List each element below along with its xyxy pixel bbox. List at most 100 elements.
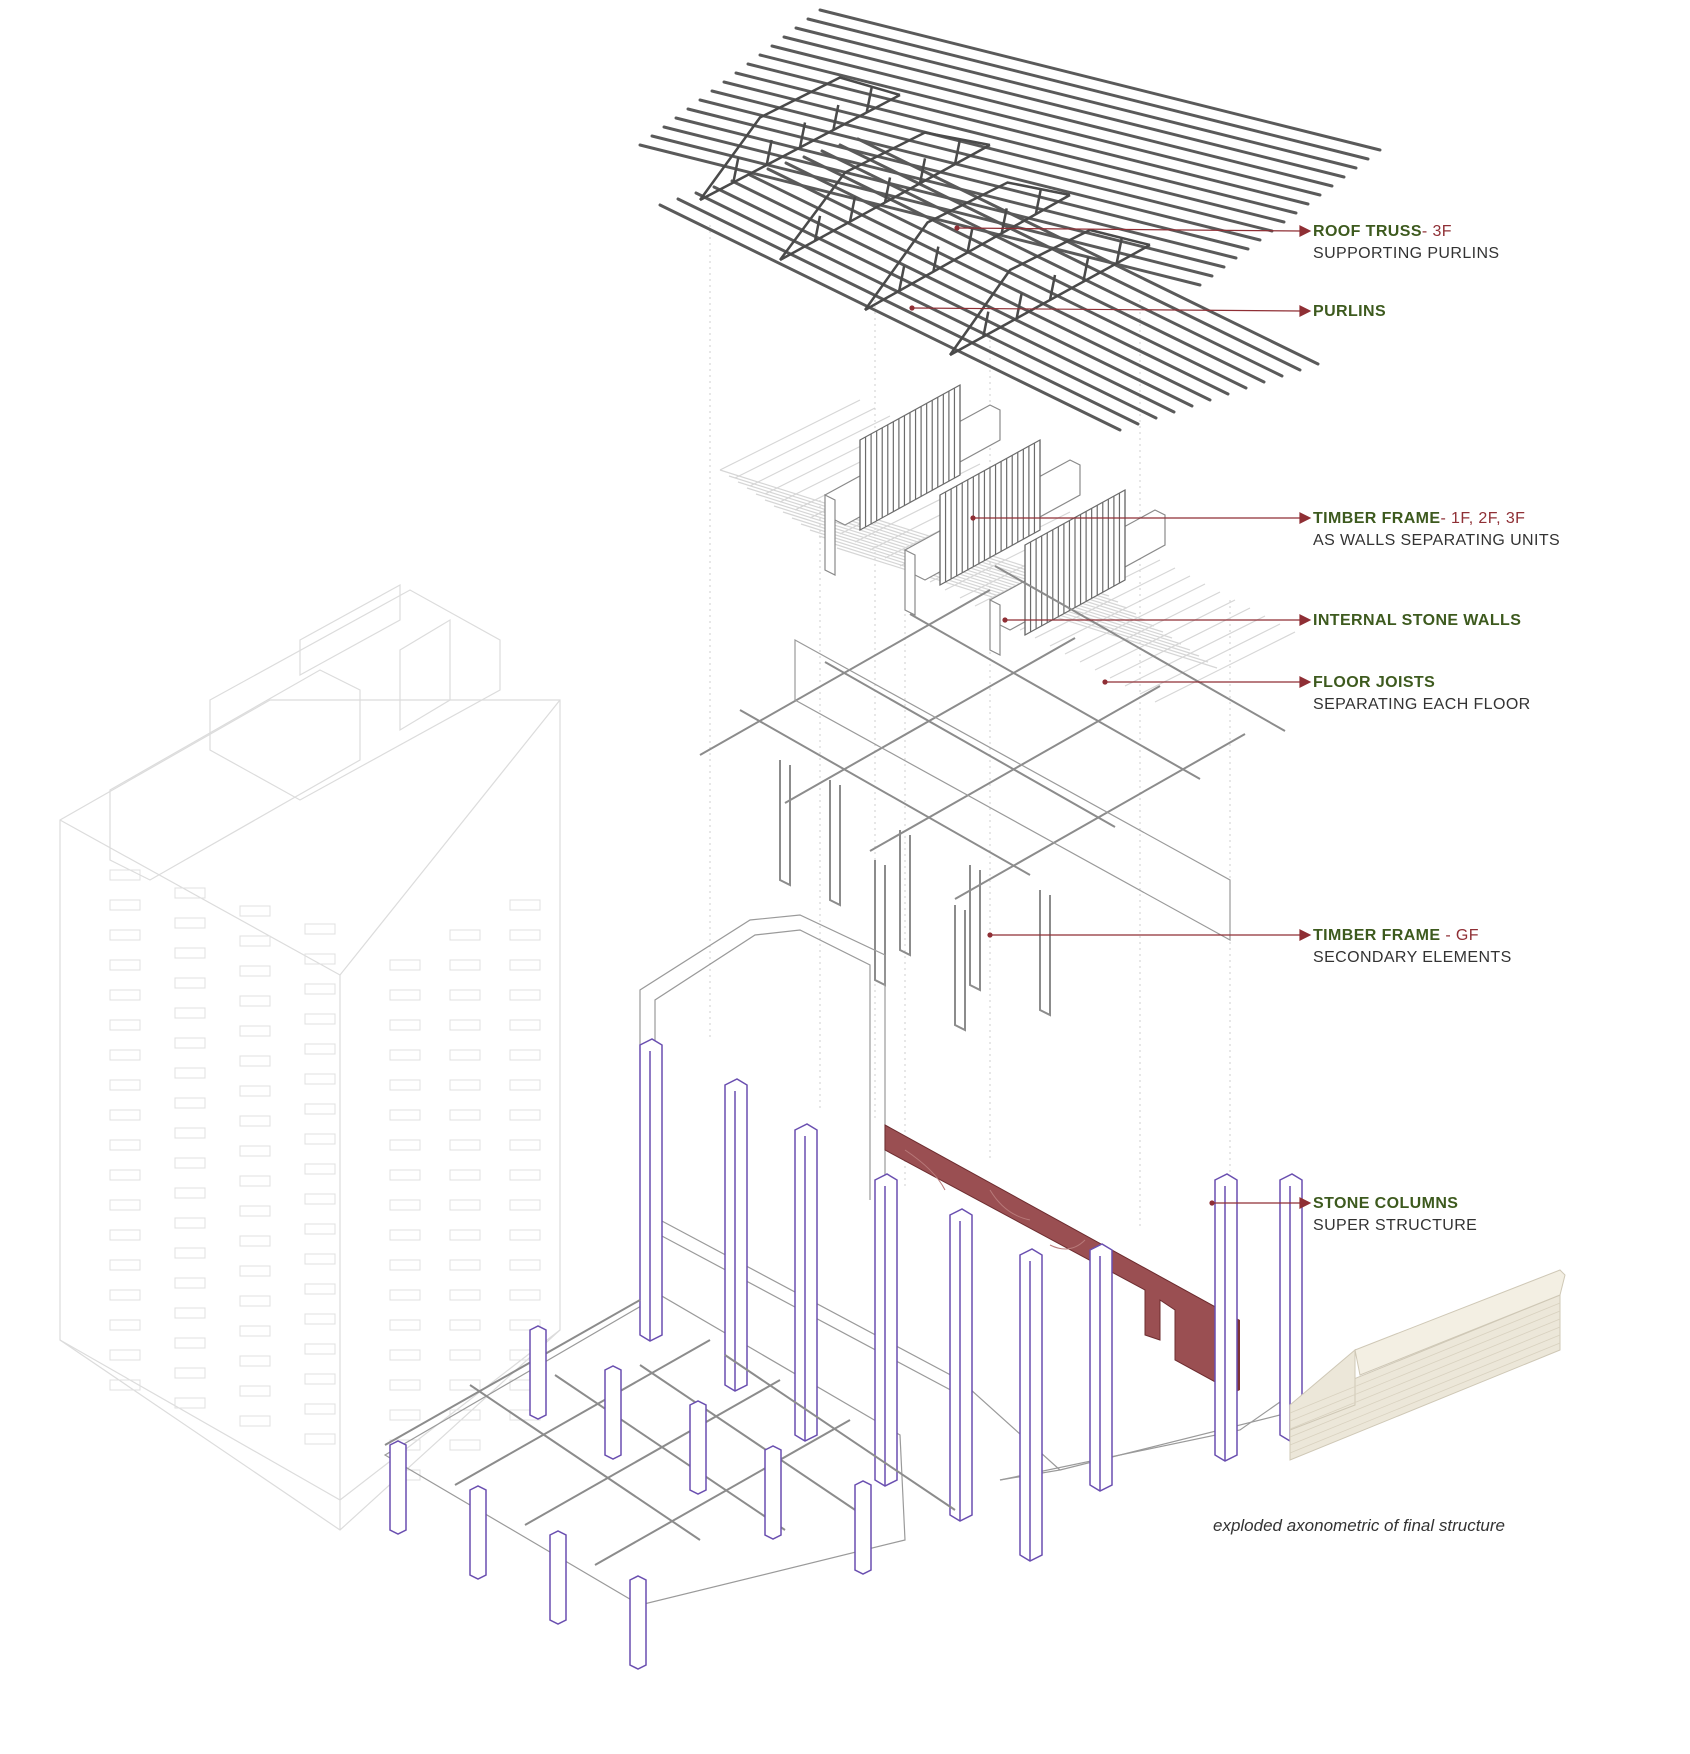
tower-window xyxy=(389,1379,421,1391)
purlin xyxy=(722,80,1286,224)
purlin xyxy=(820,149,1284,378)
tower-window xyxy=(449,1439,481,1451)
floor-joists-title: FLOOR JOISTS xyxy=(1313,674,1436,691)
truss-top xyxy=(863,181,1071,311)
tower-window xyxy=(304,1403,336,1415)
truss-web xyxy=(897,265,906,292)
tower-windows-ghost xyxy=(109,869,541,1481)
tower-window xyxy=(389,1109,421,1121)
stone-column xyxy=(874,1173,898,1487)
tower-window xyxy=(239,1415,271,1427)
tower-window xyxy=(304,1073,336,1085)
purlin xyxy=(806,17,1370,161)
tower-window xyxy=(389,1259,421,1271)
truss-web xyxy=(953,138,962,165)
tower-window xyxy=(389,1019,421,1031)
tower-window xyxy=(109,1109,141,1121)
truss-web xyxy=(1048,274,1057,301)
stone-column xyxy=(724,1078,748,1392)
tower-window xyxy=(239,1385,271,1397)
tower-window xyxy=(109,1139,141,1151)
tower-window xyxy=(239,1265,271,1277)
tower-window xyxy=(174,1247,206,1259)
tower-window xyxy=(389,1229,421,1241)
purlin xyxy=(766,167,1230,396)
timber-frame-gf-title: TIMBER FRAME xyxy=(1313,927,1446,944)
tower-window xyxy=(449,1109,481,1121)
truss-web xyxy=(883,177,892,203)
tower-window xyxy=(449,1259,481,1271)
tower-window xyxy=(109,929,141,941)
ground-floor-outline xyxy=(383,638,1311,1606)
tower-window xyxy=(389,1319,421,1331)
joist-cross xyxy=(1094,599,1236,671)
label-floor-joists: FLOOR JOISTS SEPARATING EACH FLOOR xyxy=(1313,672,1531,716)
purlin xyxy=(730,179,1194,408)
tower-window xyxy=(239,1025,271,1037)
lower-column xyxy=(389,1440,407,1535)
tower-window xyxy=(109,1349,141,1361)
purlin xyxy=(710,89,1274,233)
tower-window xyxy=(239,935,271,947)
purlin xyxy=(712,185,1176,414)
gf-beam xyxy=(784,637,1076,804)
tower-window xyxy=(304,1253,336,1265)
truss-web xyxy=(765,139,773,166)
purlin xyxy=(838,143,1302,372)
tower-window xyxy=(449,1199,481,1211)
label-purlins: PURLINS xyxy=(1313,301,1386,323)
truss-top xyxy=(778,131,991,261)
timber-frame-gf-floors: - GF xyxy=(1445,927,1479,944)
tower-window xyxy=(174,1067,206,1079)
tower-window xyxy=(389,1199,421,1211)
lower-beam xyxy=(594,1419,851,1566)
tower-window xyxy=(109,1169,141,1181)
truss-web xyxy=(813,215,822,242)
tower-window xyxy=(174,1307,206,1319)
truss-web xyxy=(1082,256,1090,282)
tower-window xyxy=(509,1199,541,1211)
tower-window xyxy=(174,1217,206,1229)
stone-column xyxy=(1019,1248,1043,1562)
tower-window xyxy=(174,1007,206,1019)
tower-window xyxy=(174,1367,206,1379)
gf-beam xyxy=(824,661,1116,828)
tower-window xyxy=(389,989,421,1001)
joist xyxy=(791,517,1173,639)
tower-window xyxy=(174,1037,206,1049)
tower-window xyxy=(304,1133,336,1145)
tower-window xyxy=(174,1187,206,1199)
tower-window xyxy=(239,1055,271,1067)
tower-window xyxy=(389,1049,421,1061)
purlins-title: PURLINS xyxy=(1313,303,1387,320)
truss-web xyxy=(848,196,857,222)
purlin xyxy=(658,203,1122,432)
purlin xyxy=(770,44,1334,188)
tower-window xyxy=(389,1289,421,1301)
tower-window xyxy=(449,1079,481,1091)
roof-trusses xyxy=(698,76,1151,357)
stone-feature-wall xyxy=(884,1124,1240,1395)
timber-frame-gf-sub: SECONDARY ELEMENTS xyxy=(1313,949,1512,966)
truss-web xyxy=(1115,238,1123,264)
tower-window xyxy=(509,929,541,941)
joist-cross xyxy=(734,407,876,479)
tower-window xyxy=(109,899,141,911)
brick-boundary-wall xyxy=(1289,1269,1566,1461)
brick-course xyxy=(1289,1342,1561,1454)
lower-column xyxy=(689,1400,707,1495)
gf-post xyxy=(969,865,981,992)
tower-window xyxy=(239,1355,271,1367)
tower-window xyxy=(109,1289,141,1301)
lower-beam xyxy=(724,1354,956,1511)
timber-frame-gf-grid xyxy=(699,565,1286,1032)
tower-window xyxy=(509,899,541,911)
tower-window xyxy=(509,1079,541,1091)
timber-frame-upper-title: TIMBER FRAME xyxy=(1313,510,1441,527)
tower-window xyxy=(509,1229,541,1241)
stone-column xyxy=(794,1123,818,1442)
truss-web xyxy=(1034,188,1043,215)
tower-window xyxy=(109,869,141,881)
tower-window xyxy=(109,1079,141,1091)
tower-window xyxy=(109,1319,141,1331)
